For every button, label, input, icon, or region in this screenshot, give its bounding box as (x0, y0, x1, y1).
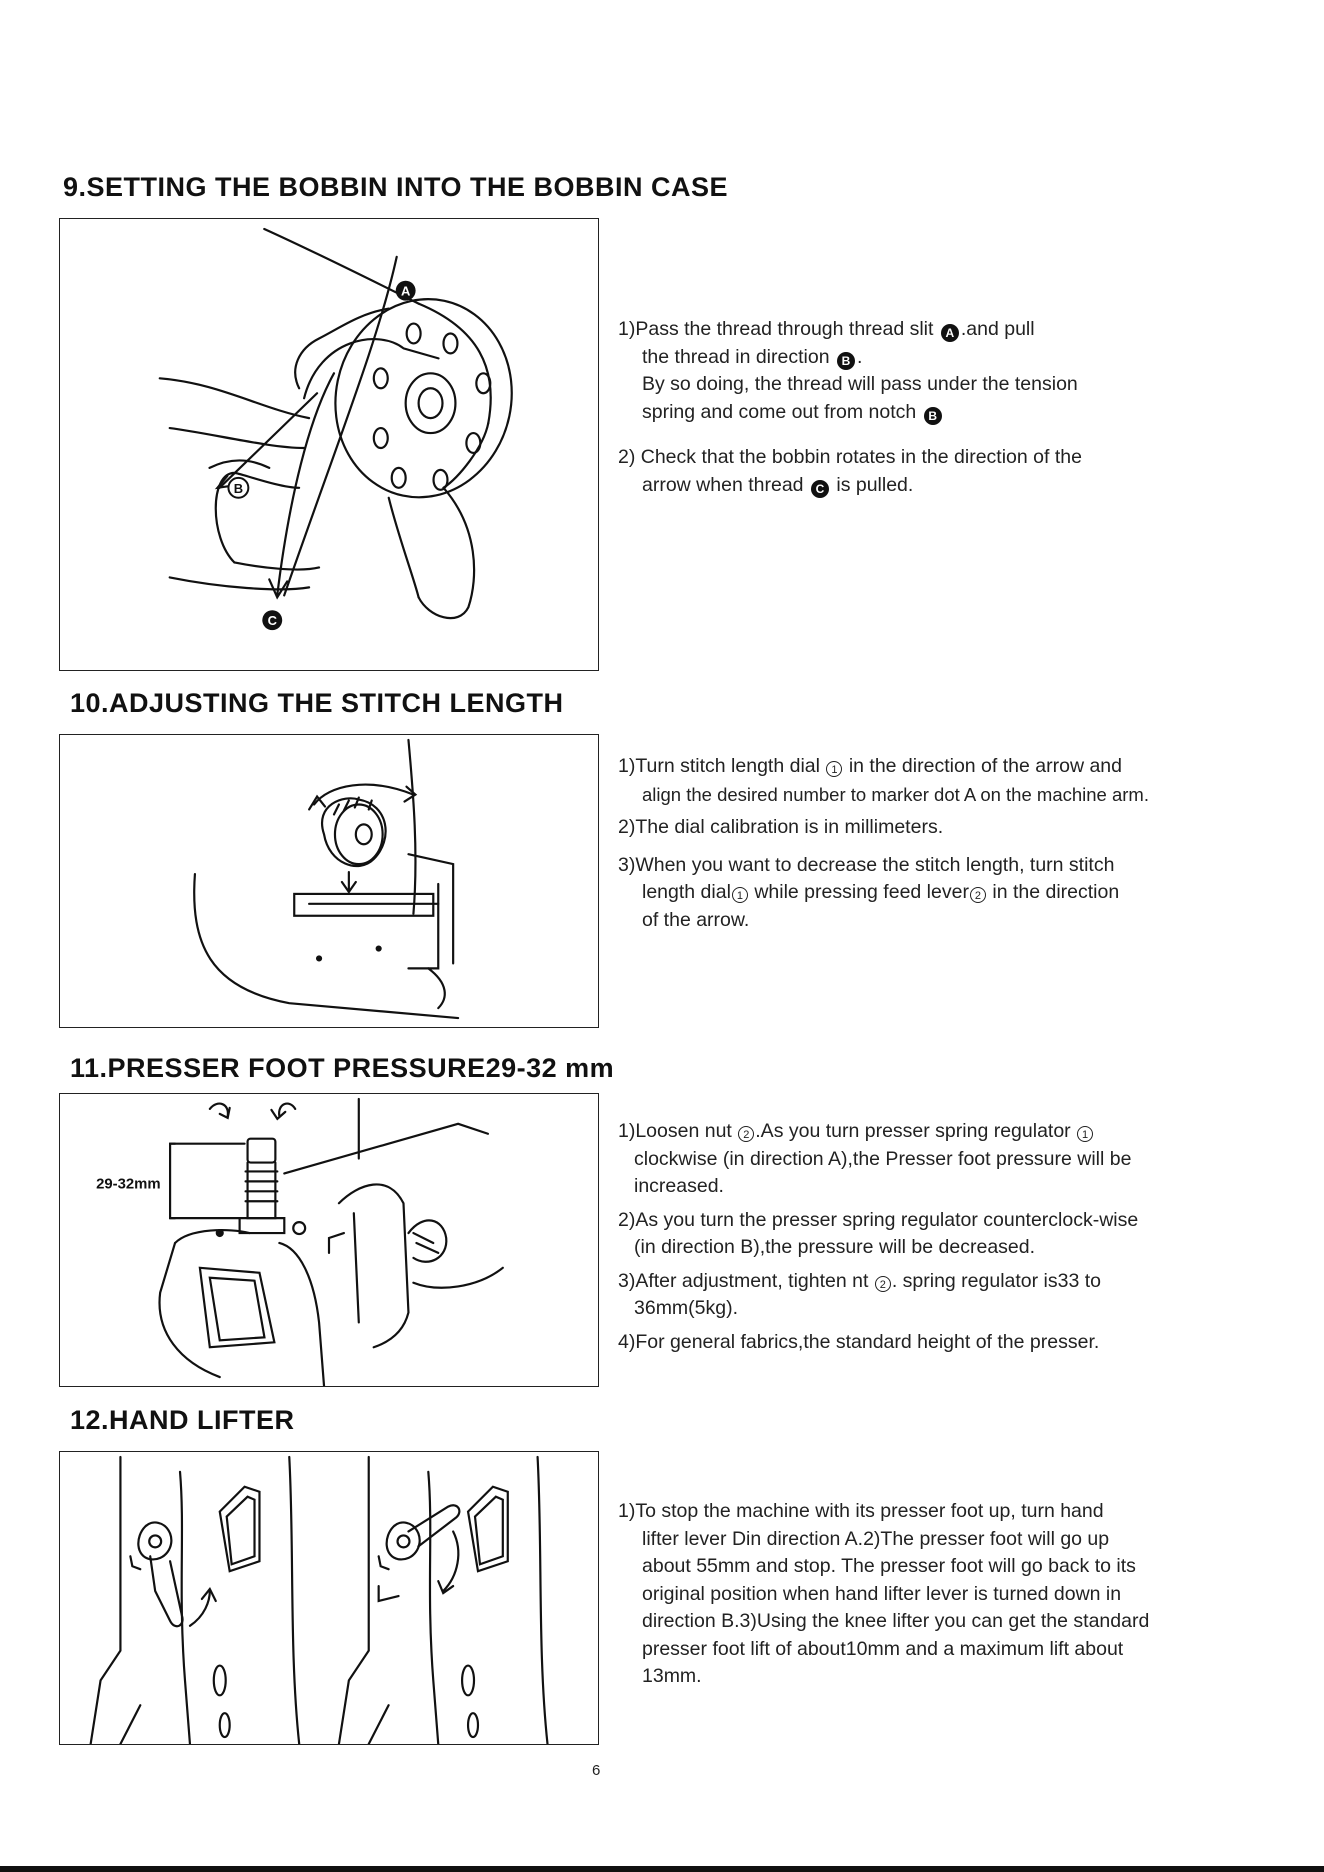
section-11-title: 11.PRESSER FOOT PRESSURE29-32 mm (70, 1053, 615, 1083)
stitch-length-illustration (59, 734, 599, 1028)
s9-step2-line2b: is pulled. (836, 473, 914, 496)
s12-step1-line3: about 55mm and stop. The presser foot wi… (642, 1555, 1136, 1577)
marker-a-icon: A (940, 324, 959, 342)
section-11-instructions: 1)Loosen nut 2.As you turn presser sprin… (618, 1118, 1318, 1366)
s11-step4: 4)For general fabrics,the standard heigh… (618, 1330, 1100, 1353)
s9-step1-line1b: .and pull (960, 318, 1035, 340)
s9-step1-period: . (856, 345, 863, 368)
s11-step1-line3: increased. (634, 1175, 724, 1197)
s9-step2-line2a: arrow when thread (642, 473, 804, 496)
s9-step1-line3: By so doing, the thread will pass under … (642, 373, 1078, 395)
s11-step3-line1b: . spring regulator is33 to (891, 1269, 1102, 1292)
section-10-instructions: 1)Turn stitch length dial 1 in the direc… (618, 753, 1308, 944)
s11-step2-line1: 2)As you turn the presser spring regulat… (618, 1208, 1139, 1231)
s10-step3-line2c: in the direction (992, 881, 1120, 903)
marker-b: B (234, 481, 243, 496)
hand-lifter-illustration (59, 1451, 599, 1745)
s11-step1-line1b: .As you turn presser spring regulator (755, 1120, 1071, 1142)
section-9-instructions: 1)Pass the thread through thread slit A.… (618, 316, 1258, 509)
s11-step1-line2: clockwise (in direction A),the Presser f… (634, 1147, 1132, 1170)
marker-c-icon: C (810, 479, 829, 498)
marker-b-icon: B (836, 351, 855, 370)
s9-step1-line4: spring and come out from notch (642, 400, 917, 423)
marker-a: A (401, 284, 410, 299)
s9-step1-line2: the thread in direction (642, 345, 830, 368)
s10-step3-line2a: length dial (642, 881, 731, 903)
marker-c: C (268, 613, 277, 628)
nut-number-2-icon: 2 (738, 1126, 755, 1142)
s12-step1-line2: lifter lever Din direction A.2)The press… (642, 1527, 1110, 1550)
s12-step1-line6: presser foot lift of about10mm and a max… (642, 1637, 1124, 1660)
s12-step1-line4: original position when hand lifter lever… (642, 1582, 1122, 1605)
regulator-number-1-icon: 1 (1077, 1126, 1094, 1142)
notch-b-icon: B (923, 406, 942, 425)
section-12-instructions: 1)To stop the machine with its presser f… (618, 1498, 1308, 1701)
bobbin-case-drawing: A B C (158, 227, 513, 631)
s11-step1-line1a: 1)Loosen nut (618, 1120, 732, 1142)
hand-lifter-drawing (89, 1455, 549, 1744)
dimension-label: 29-32mm (96, 1176, 161, 1192)
section-10-title: 10.ADJUSTING THE STITCH LENGTH (70, 688, 564, 718)
s10-step3-line1: 3)When you want to decrease the stitch l… (618, 853, 1115, 876)
dial-number-1-icon-2: 1 (731, 887, 748, 903)
s10-step3-line3: of the arrow. (642, 908, 750, 931)
s9-step2-line1: 2) Check that the bobbin rotates in the … (618, 446, 1082, 468)
s9-step1-line1a: 1)Pass the thread through thread slit (618, 318, 934, 340)
presser-foot-pressure-illustration: 29-32mm (59, 1093, 599, 1387)
s12-step1-line7: 13mm. (642, 1665, 702, 1687)
bottom-border (0, 1866, 1324, 1872)
dial-number-1-icon: 1 (826, 761, 843, 777)
s12-step1-line5: direction B.3)Using the knee lifter you … (642, 1610, 1150, 1632)
bobbin-case-illustration: A B C (59, 218, 599, 671)
s11-step3-line1a: 3)After adjustment, tighten nt (618, 1269, 869, 1292)
s11-step2-line2: (in direction B),the pressure will be de… (634, 1236, 1036, 1258)
lever-number-2-icon: 2 (969, 887, 986, 903)
nut-number-2-icon-2: 2 (874, 1275, 891, 1292)
s10-step3-line2b: while pressing feed lever (754, 881, 969, 903)
s10-step1-line1b: in the direction of the arrow and (848, 755, 1122, 777)
presser-foot-drawing: 29-32mm (96, 1097, 504, 1386)
section-9-title: 9.SETTING THE BOBBIN INTO THE BOBBIN CAS… (63, 172, 729, 202)
s10-step1-line2: align the desired number to marker dot A… (642, 783, 1149, 805)
page-number: 6 (592, 1762, 601, 1779)
s10-step2: 2)The dial calibration is in millimeters… (618, 816, 944, 838)
s10-step1-line1a: 1)Turn stitch length dial (618, 755, 820, 777)
section-12-title: 12.HAND LIFTER (70, 1405, 295, 1435)
stitch-length-drawing (193, 738, 460, 1020)
s12-step1-line1: 1)To stop the machine with its presser f… (618, 1500, 1104, 1522)
s11-step3-line2: 36mm(5kg). (634, 1297, 739, 1319)
